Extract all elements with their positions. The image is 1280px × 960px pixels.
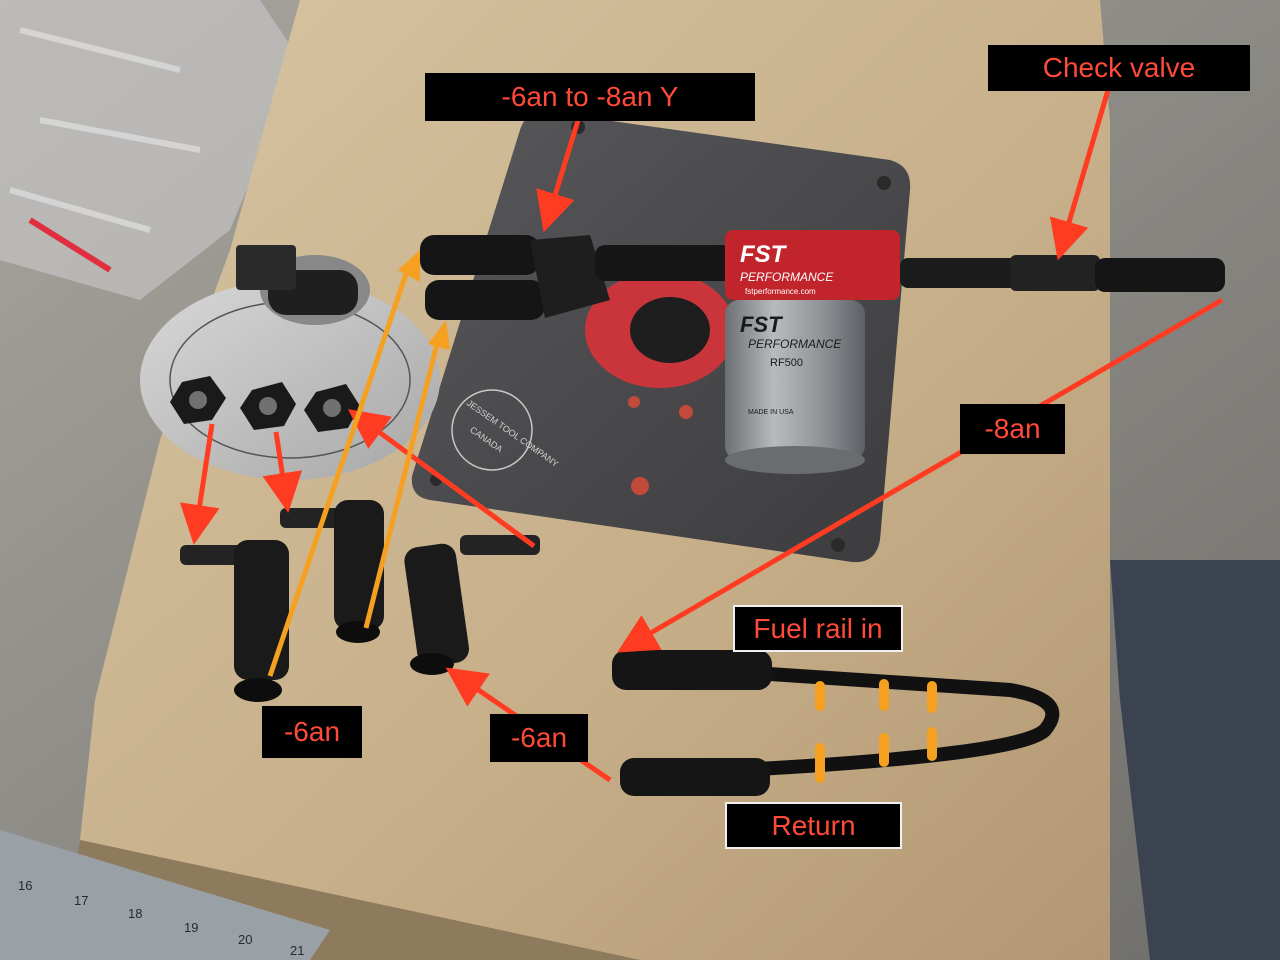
label-fuel-rail-in: Fuel rail in (733, 605, 903, 652)
hose-loop (739, 665, 1060, 777)
filter-origin: MADE IN USA (748, 409, 794, 416)
filter-logo-sub: PERFORMANCE (748, 337, 842, 351)
bag-red-zip (28, 217, 112, 273)
cut-marks (815, 679, 937, 783)
pump-site: fstperformance.com (745, 287, 816, 296)
plate-insert (679, 405, 693, 419)
ruler-number: 16 (18, 878, 32, 893)
arrow-nut-left (179, 423, 220, 545)
arrow-six-an-left-2 (363, 339, 441, 629)
arrow-eight-an (617, 297, 1224, 653)
label-six-an-mid: -6an (490, 714, 588, 762)
ruler-number: 18 (128, 906, 142, 921)
ruler-number: 21 (290, 943, 304, 958)
label-y-fitting: -6an to -8an Y (425, 73, 755, 121)
plate-insert (628, 396, 640, 408)
plastic-bag (0, 0, 300, 300)
ruler-number: 19 (184, 920, 198, 935)
ruler-number: 20 (238, 932, 252, 947)
fitting-left (180, 540, 289, 702)
arrow-nut-right (347, 409, 536, 549)
pump-logo: FST (740, 241, 788, 268)
arrow-six-an-left (267, 267, 411, 677)
plate-hole (831, 538, 845, 552)
hose-end-top (612, 650, 772, 690)
plate-insert (631, 477, 649, 495)
label-check-valve: Check valve (988, 45, 1250, 91)
filter-logo: FST (740, 312, 783, 337)
fuel-pump: FST PERFORMANCE fstperformance.com (725, 230, 900, 300)
arrow-y-fitting (536, 113, 583, 233)
ruler (0, 830, 330, 960)
arrow-nut-mid (262, 431, 303, 513)
orange-arrows (267, 250, 450, 677)
label-eight-an: -8an (960, 404, 1065, 454)
label-six-an-left: -6an (262, 706, 362, 758)
ruler-number: 17 (74, 893, 88, 908)
label-return: Return (725, 802, 902, 849)
plastic-glare (9, 27, 201, 233)
fuel-line-assembly (420, 235, 1225, 320)
metal-bin (1110, 560, 1280, 960)
filter-model: RF500 (770, 357, 803, 369)
hose-end-bottom (620, 758, 770, 796)
plate-center-hole (630, 297, 710, 363)
fitting-right (404, 535, 540, 675)
arrow-check-valve (1049, 89, 1111, 261)
plate-hole (877, 176, 891, 190)
connector-plug (236, 245, 296, 290)
fuel-filter: FST PERFORMANCE RF500 MADE IN USA (725, 300, 865, 474)
pump-logo-sub: PERFORMANCE (740, 270, 834, 284)
